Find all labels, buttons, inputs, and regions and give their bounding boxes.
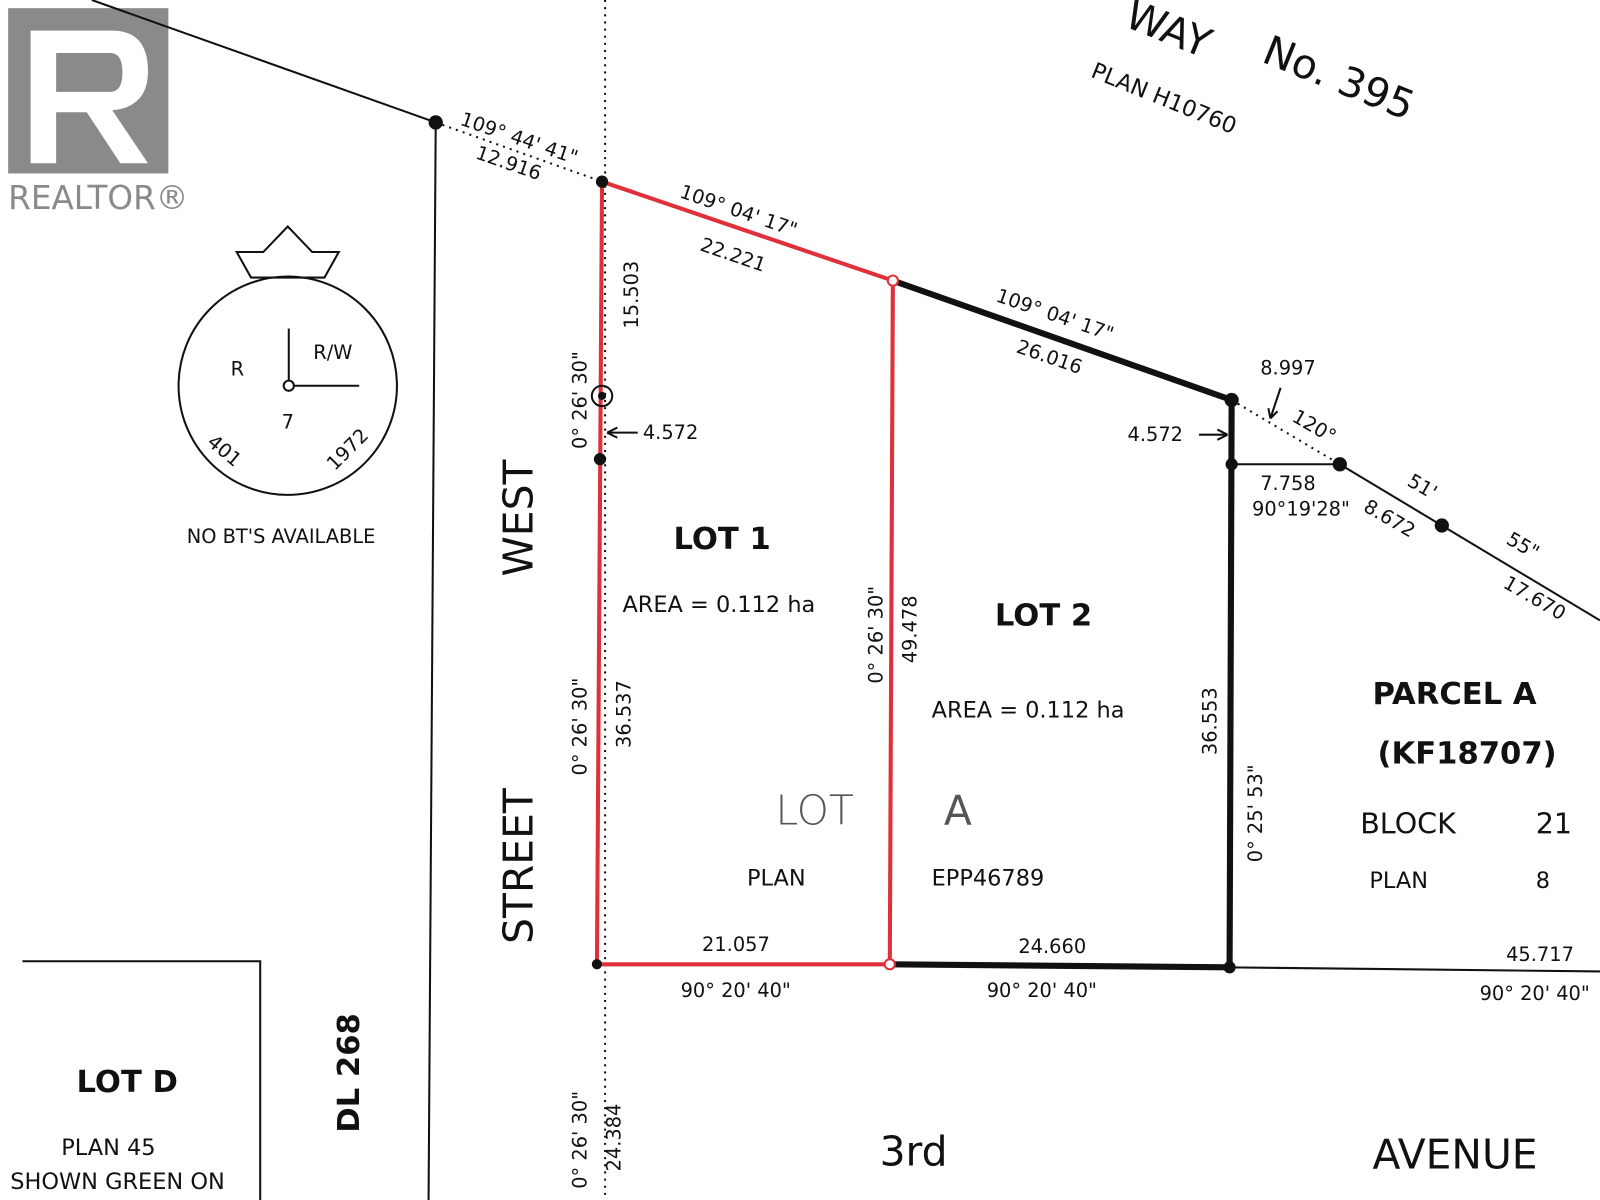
svg-text:55": 55": [1503, 527, 1544, 564]
svg-text:21: 21: [1536, 807, 1572, 841]
svg-text:PARCEL A: PARCEL A: [1372, 677, 1536, 712]
svg-text:24.384: 24.384: [602, 1104, 625, 1172]
logo-text: REALTOR®: [8, 179, 188, 217]
lot-d: LOT D PLAN 45 SHOWN GREEN ON DL 268: [10, 1013, 367, 1195]
avenue-name-3rd: 3rd: [880, 1127, 948, 1175]
svg-text:22.221: 22.221: [697, 233, 769, 277]
svg-text:8.997: 8.997: [1260, 356, 1315, 379]
svg-text:4.572: 4.572: [643, 421, 698, 444]
svg-text:17.670: 17.670: [1500, 571, 1570, 625]
bt-note: NO BT'S AVAILABLE: [187, 525, 376, 548]
svg-text:BLOCK: BLOCK: [1360, 807, 1457, 841]
svg-text:R/W: R/W: [313, 341, 352, 364]
lot-2: LOT 2 AREA = 0.112 ha: [932, 599, 1125, 724]
street-name-street: STREET: [495, 787, 543, 944]
svg-text:8.672: 8.672: [1360, 495, 1420, 543]
highway-label: WAY No. 395 PLAN H10760: [1088, 0, 1422, 140]
svg-text:LOT 1: LOT 1: [673, 522, 770, 557]
svg-text:0° 26' 30": 0° 26' 30": [569, 1091, 592, 1189]
svg-text:SHOWN GREEN ON: SHOWN GREEN ON: [10, 1169, 225, 1195]
svg-text:0° 26' 30": 0° 26' 30": [569, 678, 592, 776]
svg-text:21.057: 21.057: [702, 933, 770, 956]
svg-text:AREA = 0.112 ha: AREA = 0.112 ha: [622, 592, 815, 618]
lot-1: LOT 1 AREA = 0.112 ha: [622, 522, 815, 618]
svg-text:36.553: 36.553: [1198, 687, 1221, 755]
svg-text:8: 8: [1536, 868, 1550, 894]
svg-text:0° 26' 30": 0° 26' 30": [865, 586, 888, 684]
svg-text:51': 51': [1404, 469, 1441, 504]
svg-text:LOT 2: LOT 2: [995, 599, 1092, 634]
svg-text:A: A: [944, 786, 972, 834]
dimension-labels: 109° 44' 41" 12.916 109° 04' 17" 22.221 …: [458, 107, 1590, 1188]
svg-text:LOT D: LOT D: [77, 1065, 178, 1100]
svg-text:90° 20' 40": 90° 20' 40": [987, 979, 1097, 1002]
svg-text:PLAN H10760: PLAN H10760: [1088, 58, 1241, 140]
svg-text:120°: 120°: [1288, 405, 1340, 448]
svg-text:4.572: 4.572: [1128, 423, 1183, 446]
svg-text:DL 268: DL 268: [332, 1013, 367, 1132]
svg-text:90° 20' 40": 90° 20' 40": [1480, 982, 1590, 1005]
svg-text:7: 7: [282, 411, 294, 434]
svg-text:90° 20' 40": 90° 20' 40": [681, 979, 791, 1002]
svg-text:36.537: 36.537: [613, 680, 636, 748]
svg-text:PLAN 45: PLAN 45: [61, 1135, 155, 1161]
avenue-name-avenue: AVENUE: [1372, 1130, 1537, 1178]
svg-text:1972: 1972: [322, 424, 373, 475]
realtor-logo: REALTOR®: [8, 8, 188, 217]
svg-text:PLAN: PLAN: [1369, 868, 1428, 894]
lot-a-plan: LOT A PLAN EPP46789: [747, 786, 1044, 891]
svg-text:PLAN: PLAN: [747, 866, 806, 892]
svg-text:49.478: 49.478: [898, 595, 921, 663]
street-name-west: WEST: [495, 459, 543, 577]
svg-text:AREA = 0.112 ha: AREA = 0.112 ha: [932, 697, 1125, 723]
svg-text:0° 26' 30": 0° 26' 30": [569, 351, 592, 449]
svg-text:LOT: LOT: [776, 786, 854, 834]
parcel-a: PARCEL A (KF18707) BLOCK 21 PLAN 8: [1360, 677, 1572, 894]
svg-text:EPP46789: EPP46789: [932, 866, 1045, 892]
svg-text:WAY: WAY: [1119, 0, 1218, 68]
legend-circle: R R/W 7 401 1972 NO BT'S AVAILABLE: [177, 225, 398, 548]
boundary-lines: [22, 0, 1600, 1200]
svg-text:0° 25' 53": 0° 25' 53": [1244, 764, 1267, 862]
svg-text:90°19'28": 90°19'28": [1252, 497, 1350, 520]
svg-text:No. 395: No. 395: [1256, 26, 1421, 130]
svg-text:109° 04' 17": 109° 04' 17": [677, 180, 800, 242]
svg-text:7.758: 7.758: [1260, 472, 1315, 495]
svg-text:401: 401: [203, 430, 246, 471]
svg-text:24.660: 24.660: [1018, 935, 1086, 958]
svg-text:45.717: 45.717: [1506, 943, 1574, 966]
svg-text:R: R: [231, 358, 244, 381]
svg-text:15.503: 15.503: [620, 261, 643, 329]
svg-text:(KF18707): (KF18707): [1378, 736, 1557, 771]
